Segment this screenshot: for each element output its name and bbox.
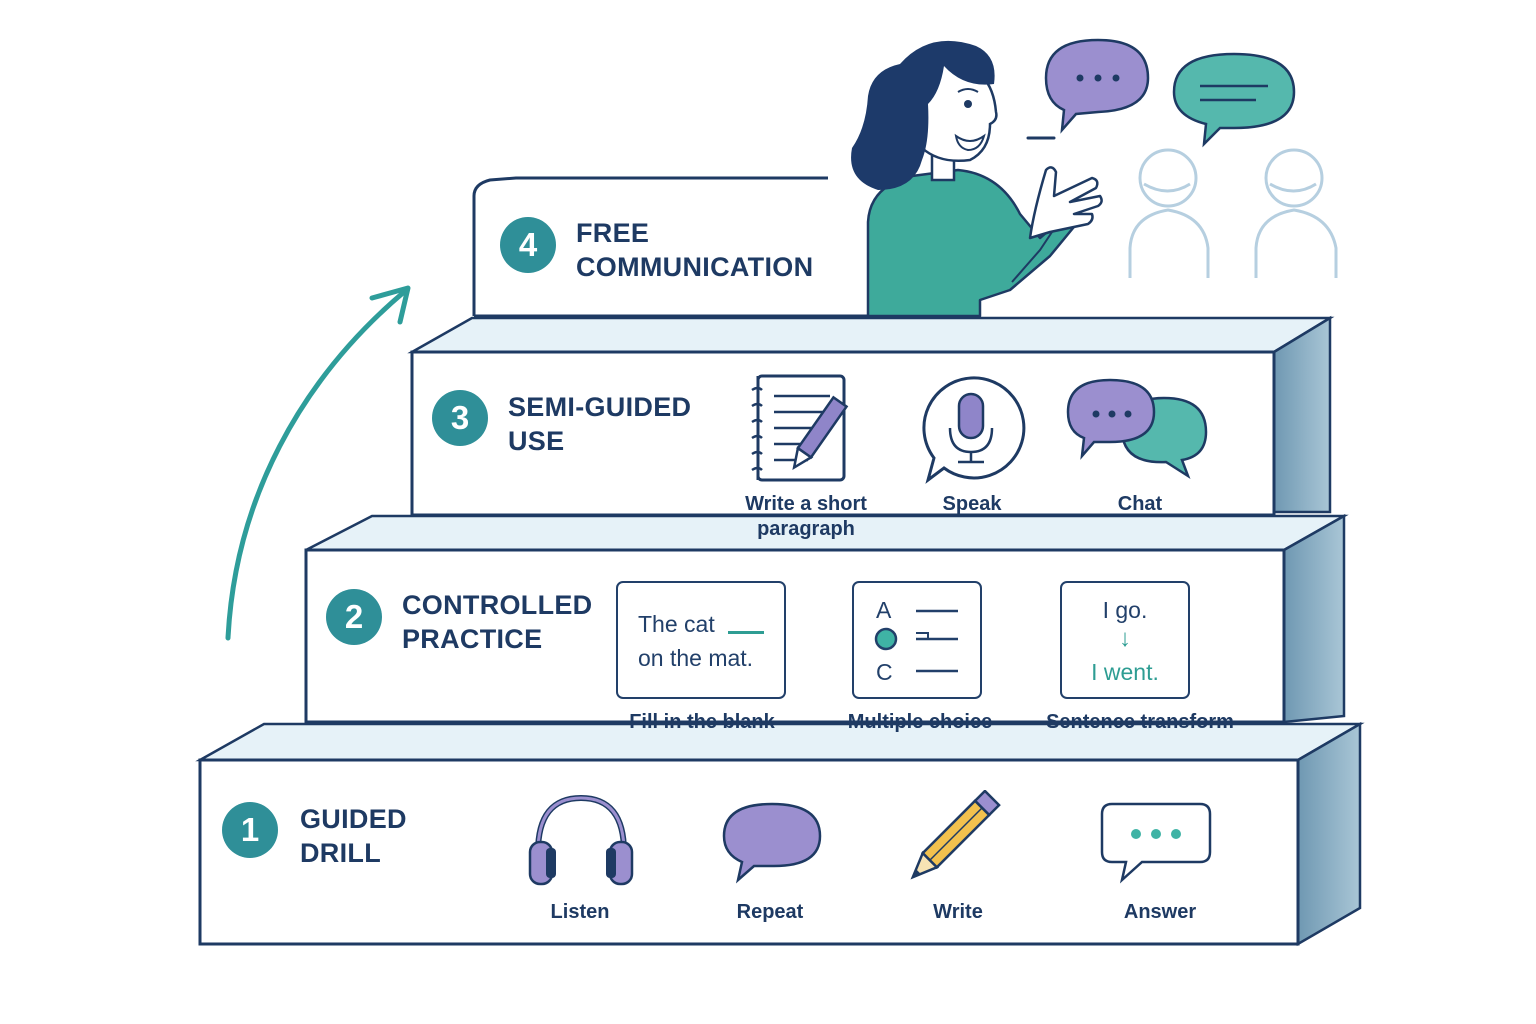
step-4-title-line2: COMMUNICATION [576, 252, 814, 282]
sentence-transform-card: I go. ↓ I went. [1060, 581, 1190, 699]
activity-label-write-paragraph-line1: Write a short [745, 493, 867, 515]
multiple-choice-card: A C [852, 581, 982, 699]
woman-speaker-illustration [851, 40, 1103, 318]
step-3-number-badge: 3 [432, 390, 488, 446]
step-4-title: FREE COMMUNICATION [576, 216, 813, 284]
activity-label-write: Write [933, 901, 983, 923]
step-3-title-line1: SEMI-GUIDED [508, 392, 692, 422]
step-1-title-line1: GUIDED [300, 804, 407, 834]
activity-label-repeat: Repeat [736, 901, 804, 923]
step-2-title-line2: PRACTICE [402, 624, 543, 654]
activity-label-answer: Answer [1123, 901, 1197, 923]
transform-source: I go. [1102, 597, 1148, 623]
step-1-number-badge: 1 [222, 802, 278, 858]
teal-speech-bubble-icon [1172, 52, 1296, 148]
notebook-icon [751, 374, 849, 482]
listener-figures [1128, 148, 1338, 278]
activity-label-write-paragraph: Write a short paragraph [696, 492, 916, 542]
microphone-icon [922, 376, 1026, 484]
typing-bubble-icon [1100, 802, 1212, 884]
chat-bubbles-icon [1066, 378, 1208, 480]
activity-label-fill-blank: Fill in the blank [629, 711, 775, 733]
activity-label-write-paragraph-line2: paragraph [757, 518, 855, 540]
activity-label-sentence-transform: Sentence transform [1046, 711, 1234, 733]
step-1-title: GUIDED DRILL [300, 802, 407, 870]
activity-label-listen: Listen [550, 901, 610, 923]
fill-blank-line2: on the mat. [638, 645, 754, 671]
speech-bubble-icon [722, 802, 822, 884]
progress-arrowhead [369, 285, 411, 325]
step-4-block [472, 176, 880, 318]
step-2-number-badge: 2 [326, 589, 382, 645]
activity-label-speak: Speak [942, 493, 1002, 515]
blank-underline [728, 631, 764, 634]
step-3-title-line2: USE [508, 426, 565, 456]
transform-result: I went. [1091, 659, 1159, 685]
step-4-title-line1: FREE [576, 218, 650, 248]
step-2-title-line1: CONTROLLED [402, 590, 593, 620]
headphones-icon [528, 794, 634, 886]
step-2-title: CONTROLLED PRACTICE [402, 588, 592, 656]
step-4-number-badge: 4 [500, 217, 556, 273]
activity-label-multiple-choice: Multiple choice [847, 711, 993, 733]
purple-speech-bubble-icon [1044, 38, 1150, 134]
down-arrow-icon: ↓ [1119, 625, 1131, 652]
step-1-title-line2: DRILL [300, 838, 381, 868]
activity-label-chat: Chat [1117, 493, 1163, 515]
option-a-letter: A [876, 597, 892, 623]
fill-blank-card: The cat on the mat. [616, 581, 786, 699]
step-3-title: SEMI-GUIDED USE [508, 390, 691, 458]
option-c-letter: C [876, 659, 893, 685]
fill-blank-line1: The cat [638, 611, 715, 637]
progress-arrow [225, 289, 407, 641]
choice-lines [874, 609, 958, 673]
pencil-icon [910, 790, 1001, 880]
